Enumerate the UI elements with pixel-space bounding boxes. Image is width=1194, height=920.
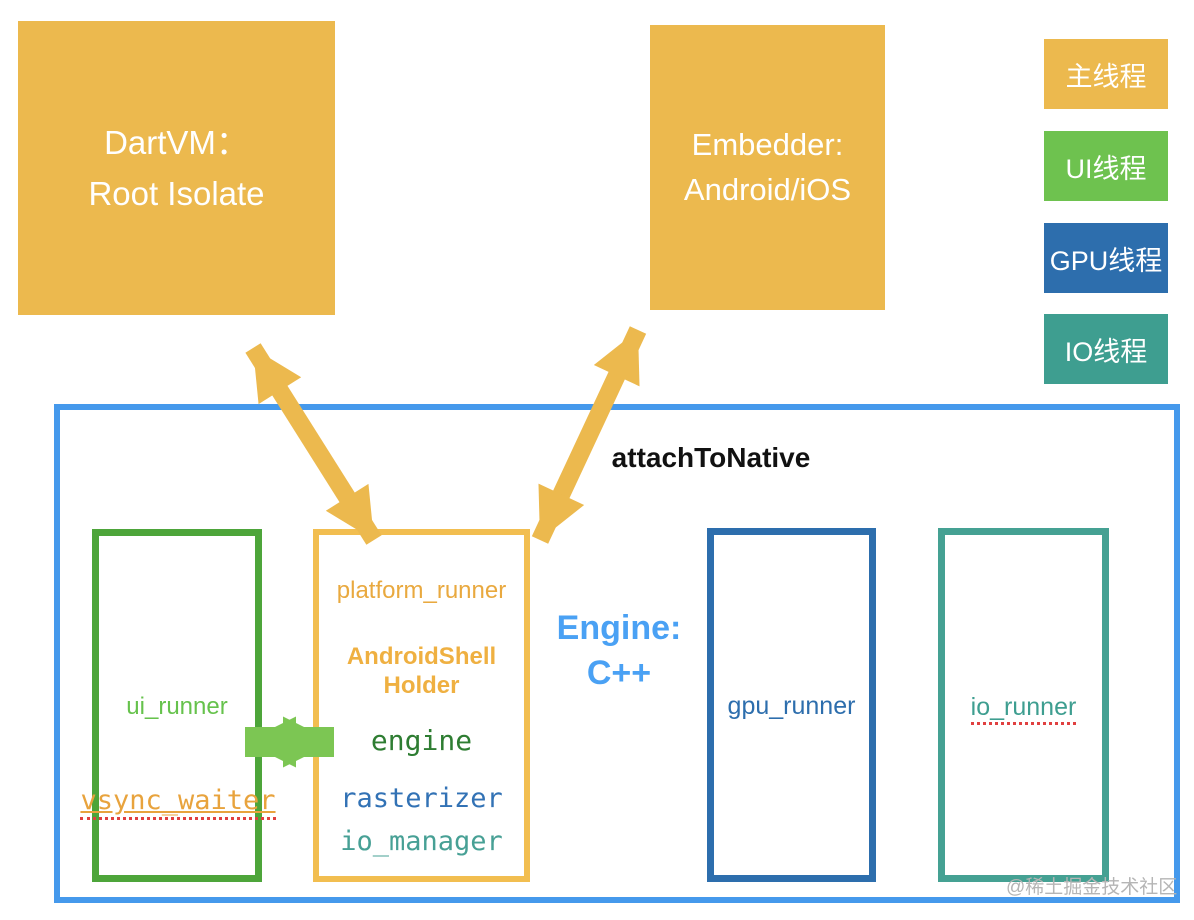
- vsync-waiter-label: vsync_waiter: [60, 785, 296, 820]
- ui-runner-label: ui_runner: [126, 693, 228, 720]
- android-shell-holder-line2: Holder: [383, 671, 460, 699]
- platform-thread-box: [313, 529, 530, 882]
- android-shell-holder-line1: AndroidShell: [346, 643, 497, 670]
- attach-to-native-label: attachToNative: [611, 442, 811, 473]
- legend-gpu-thread: GPU线程: [1044, 223, 1168, 293]
- ui-thread-box: [92, 529, 262, 882]
- engine-cpp-line1: Engine:: [556, 609, 682, 647]
- legend-ui-thread: UI线程: [1044, 131, 1168, 201]
- rasterizer-component-label: rasterizer: [340, 783, 503, 814]
- engine-cpp-label: Engine: C++: [545, 606, 693, 696]
- gpu-thread-box: [707, 528, 876, 882]
- dartvm-label-line1: DartVM：: [104, 123, 249, 161]
- embedder-label-line2: Android/iOS: [683, 171, 852, 207]
- io-thread-box: [938, 528, 1109, 882]
- embedder-label-line1: Embedder:: [691, 126, 844, 162]
- gpu-runner-label: gpu_runner: [727, 692, 856, 720]
- io-manager-component-label: io_manager: [340, 826, 503, 857]
- engine-cpp-line2: C++: [586, 653, 652, 692]
- embedder-box: Embedder: Android/iOS: [650, 25, 885, 310]
- platform-runner-label: platform_runner: [336, 577, 507, 604]
- android-shell-holder-label: AndroidShell Holder: [313, 643, 530, 701]
- legend-io-thread: IO线程: [1044, 314, 1168, 384]
- dartvm-label-line2: Root Isolate: [88, 175, 265, 212]
- dartvm-root-isolate-box: DartVM： Root Isolate: [18, 21, 335, 315]
- watermark: @稀土掘金技术社区: [1006, 877, 1178, 898]
- legend-main-thread: 主线程: [1044, 39, 1168, 109]
- io-runner-label: io_runner: [938, 693, 1109, 725]
- engine-component-label: engine: [370, 724, 473, 757]
